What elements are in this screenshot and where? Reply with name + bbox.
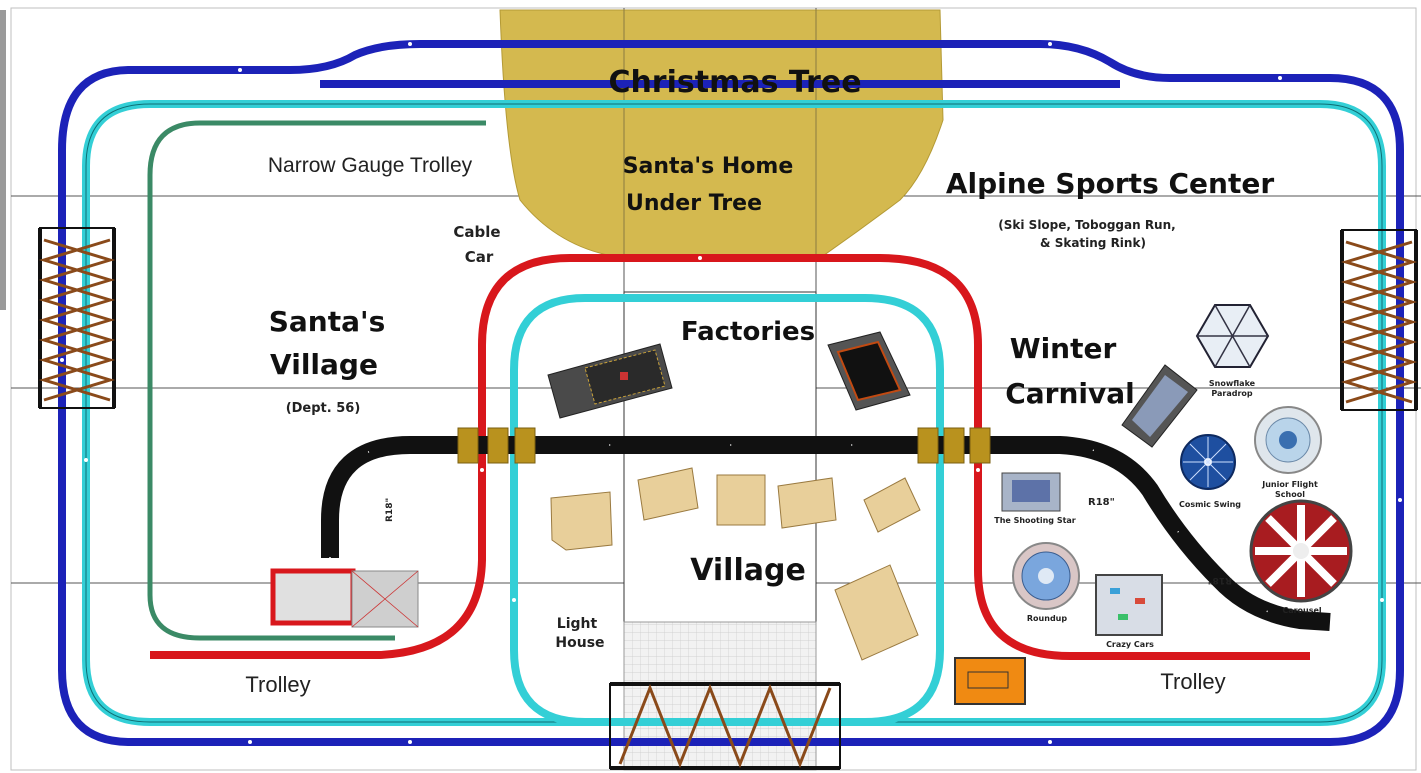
- cable-car-label-2: Car: [465, 248, 494, 266]
- alpine-sub-label-2: & Skating Rink): [1040, 236, 1146, 250]
- factory-building-left: [547, 343, 673, 419]
- light-house-label-2: House: [555, 635, 604, 651]
- snowflake-paradrop-ride: [1195, 304, 1270, 368]
- post-station: [270, 568, 419, 628]
- village-building-cards: [550, 467, 921, 661]
- green-narrow-gauge: [147, 120, 486, 641]
- black-main-track: [321, 436, 1331, 631]
- carousel-label: Carousel: [1282, 606, 1322, 615]
- village-label: Village: [690, 553, 806, 588]
- cable-car-label-1: Cable: [453, 223, 500, 241]
- roundup-ride: [1012, 542, 1080, 610]
- roundup-label: Roundup: [1027, 614, 1067, 623]
- santas-village-label-1: Santa's: [269, 305, 386, 338]
- track-joints: [60, 42, 1402, 744]
- junior-flight-label-1: Junior Flight: [1261, 480, 1318, 489]
- shooting-star-ride: [1001, 472, 1061, 512]
- junior-flight-ride: [1254, 406, 1322, 474]
- red-track-loop: [150, 254, 1310, 660]
- bridge-left: [38, 227, 116, 409]
- santas-home-label-2: Under Tree: [626, 191, 762, 216]
- r18-right-label: R18": [1088, 497, 1115, 508]
- factory-building-right: [827, 331, 911, 411]
- factories-label: Factories: [681, 317, 815, 347]
- orange-structure: [954, 657, 1026, 705]
- crazy-cars-label: Crazy Cars: [1106, 640, 1154, 649]
- r18-left-label: R18": [385, 498, 395, 522]
- santas-home-label-1: Santa's Home: [623, 154, 794, 179]
- winter-carnival-label-1: Winter: [1010, 332, 1117, 365]
- alpine-sub-label-1: (Ski Slope, Toboggan Run,: [998, 218, 1175, 232]
- shooting-star-label: The Shooting Star: [994, 516, 1076, 525]
- track-connectors: [457, 427, 991, 464]
- trolley-right-label: Trolley: [1160, 669, 1225, 694]
- alpine-label: Alpine Sports Center: [946, 167, 1274, 200]
- outer-blue-track: [58, 40, 1404, 746]
- christmas-tree-label: Christmas Tree: [608, 65, 861, 100]
- trolley-left-label: Trolley: [245, 672, 310, 697]
- cosmic-swing-label: Cosmic Swing: [1179, 500, 1241, 509]
- cosmic-swing-ride: [1180, 434, 1236, 490]
- left-scrollbar[interactable]: [0, 10, 6, 310]
- game-booth: [1121, 364, 1198, 448]
- narrow-gauge-label: Narrow Gauge Trolley: [268, 154, 473, 177]
- winter-carnival-label-2: Carnival: [1005, 377, 1135, 410]
- dept56-label: (Dept. 56): [286, 401, 361, 416]
- junior-flight-label-2: School: [1275, 490, 1305, 499]
- bridge-bottom: [609, 682, 841, 770]
- teal-inner-oval: [510, 294, 944, 726]
- bridge-right: [1340, 229, 1418, 411]
- snowflake-label-1: Snowflake: [1209, 379, 1256, 388]
- santas-village-label-2: Village: [270, 348, 378, 381]
- light-house-label-1: Light: [557, 616, 598, 632]
- snowflake-label-2: Paradrop: [1211, 389, 1253, 398]
- r18-right-bottom-label: R18": [1208, 575, 1232, 585]
- carousel-ride: [1249, 499, 1353, 603]
- crazy-cars-ride: [1095, 574, 1163, 636]
